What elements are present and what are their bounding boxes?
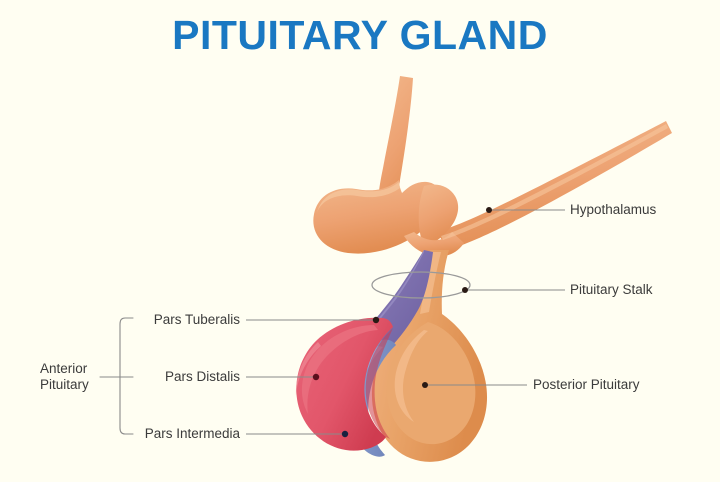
- label-anterior-pituitary: Anterior Pituitary: [40, 361, 102, 393]
- callout-dots: [312, 207, 492, 438]
- pars-distalis-shape: [295, 317, 393, 451]
- dot-pars-tuberalis: [372, 316, 380, 324]
- dot-pars-distalis: [312, 373, 320, 381]
- dot-pars-intermedia: [341, 430, 349, 438]
- label-pars-distalis: Pars Distalis: [164, 369, 240, 384]
- label-pituitary-stalk: Pituitary Stalk: [570, 282, 653, 297]
- label-pars-tuberalis: Pars Tuberalis: [153, 312, 240, 327]
- label-posterior-pituitary: Posterior Pituitary: [533, 377, 640, 392]
- hypothalamus-shape: [313, 76, 672, 257]
- dot-posterior-pituitary: [422, 382, 428, 388]
- callout-lines: [246, 209, 565, 435]
- label-pars-intermedia: Pars Intermedia: [144, 426, 240, 441]
- label-hypothalamus: Hypothalamus: [570, 202, 657, 217]
- label-anterior-pituitary-line2: Pituitary: [40, 377, 89, 392]
- dot-pituitary-stalk: [462, 287, 468, 293]
- pituitary-stalk-ring: [371, 271, 471, 299]
- page-title: PITUITARY GLAND: [172, 12, 548, 58]
- posterior-pituitary-shape: [371, 250, 488, 462]
- anterior-pituitary-bracket: [99, 317, 134, 435]
- dot-hypothalamus: [486, 207, 492, 213]
- label-anterior-pituitary-line1: Anterior: [40, 361, 88, 376]
